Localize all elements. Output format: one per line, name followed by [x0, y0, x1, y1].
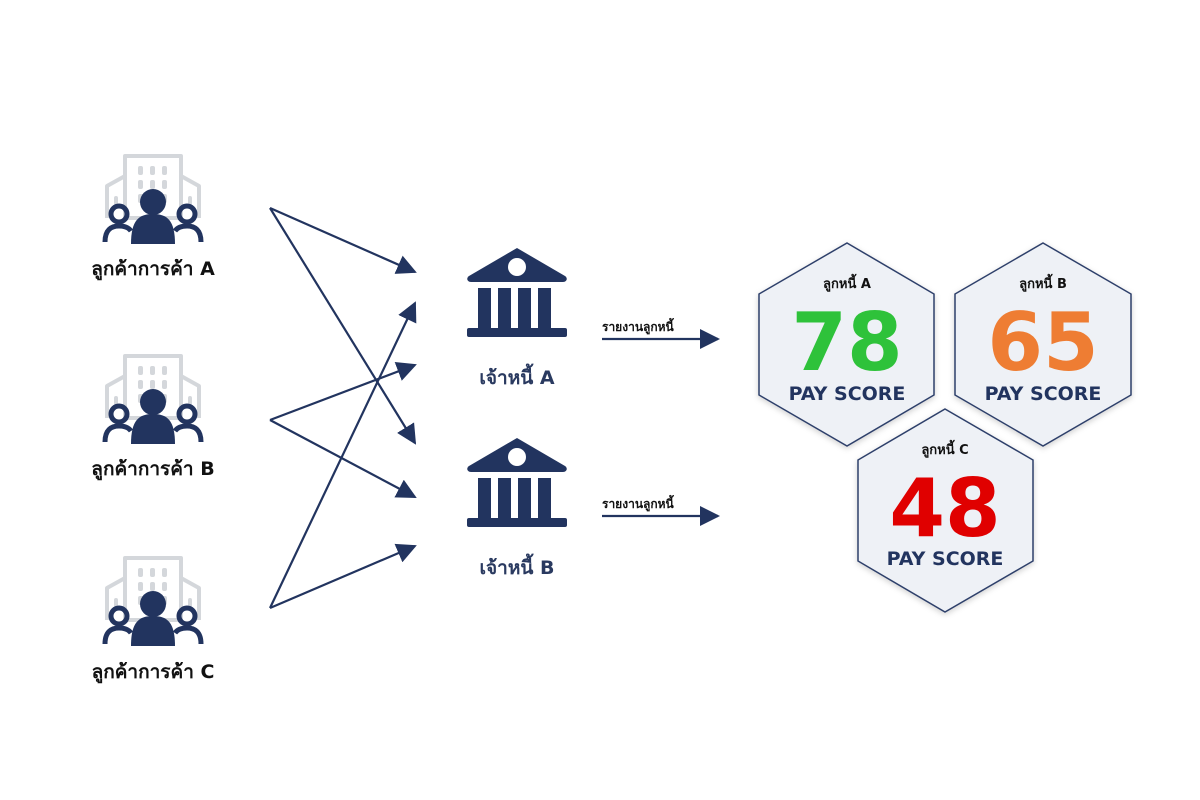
- report-label: รายงานลูกหนี้: [602, 494, 675, 512]
- pay-score-caption: PAY SCORE: [789, 383, 906, 405]
- arrow-c-to-creditor-a: [269, 301, 417, 609]
- customer-label: ลูกค้าการค้า C: [92, 661, 215, 684]
- pay-score-caption: PAY SCORE: [887, 548, 1004, 570]
- customer-b: ลูกค้าการค้า B: [91, 356, 215, 481]
- debtor-title: ลูกหนี้ A: [823, 273, 871, 292]
- debtor-title: ลูกหนี้ B: [1019, 273, 1067, 292]
- business-customer-icon: [105, 156, 201, 244]
- score-hex-a: ลูกหนี้ A 78 PAY SCORE: [758, 242, 935, 447]
- bank-icon: [467, 248, 567, 337]
- customer-a: ลูกค้าการค้า A: [91, 156, 215, 281]
- customer-label: ลูกค้าการค้า A: [91, 258, 215, 281]
- score-hex-b: ลูกหนี้ B 65 PAY SCORE: [954, 242, 1132, 447]
- hexagon-shape: [954, 242, 1132, 447]
- creditor-label: เจ้าหนี้ B: [480, 553, 555, 579]
- report-a: รายงานลูกหนี้: [602, 317, 720, 349]
- debtor-title: ลูกหนี้ C: [921, 439, 968, 458]
- arrow-a-to-creditor-a: [269, 206, 417, 274]
- creditor-a: เจ้าหนี้ A: [467, 248, 567, 389]
- pay-score-value: 48: [889, 462, 1000, 555]
- arrow-c-to-creditor-b: [269, 543, 417, 610]
- arrow-b-to-creditor-b: [269, 419, 417, 498]
- connection-arrows: [269, 206, 417, 610]
- report-label: รายงานลูกหนี้: [602, 317, 675, 335]
- hexagon-shape: [758, 242, 935, 447]
- pay-score-value: 78: [791, 296, 902, 389]
- creditor-b: เจ้าหนี้ B: [467, 438, 567, 579]
- creditor-label: เจ้าหนี้ A: [479, 363, 554, 389]
- customer-c: ลูกค้าการค้า C: [92, 558, 215, 684]
- pay-score-value: 65: [987, 296, 1098, 389]
- bank-icon: [467, 438, 567, 527]
- arrow-b-to-creditor-a: [269, 362, 417, 422]
- arrow-a-to-creditor-b: [269, 207, 417, 445]
- report-b: รายงานลูกหนี้: [602, 494, 720, 526]
- score-hex-c: ลูกหนี้ C 48 PAY SCORE: [857, 408, 1034, 613]
- customer-label: ลูกค้าการค้า B: [91, 458, 214, 481]
- pay-score-caption: PAY SCORE: [985, 383, 1102, 405]
- business-customer-icon: [105, 558, 201, 646]
- hexagon-shape: [857, 408, 1034, 613]
- business-customer-icon: [105, 356, 201, 444]
